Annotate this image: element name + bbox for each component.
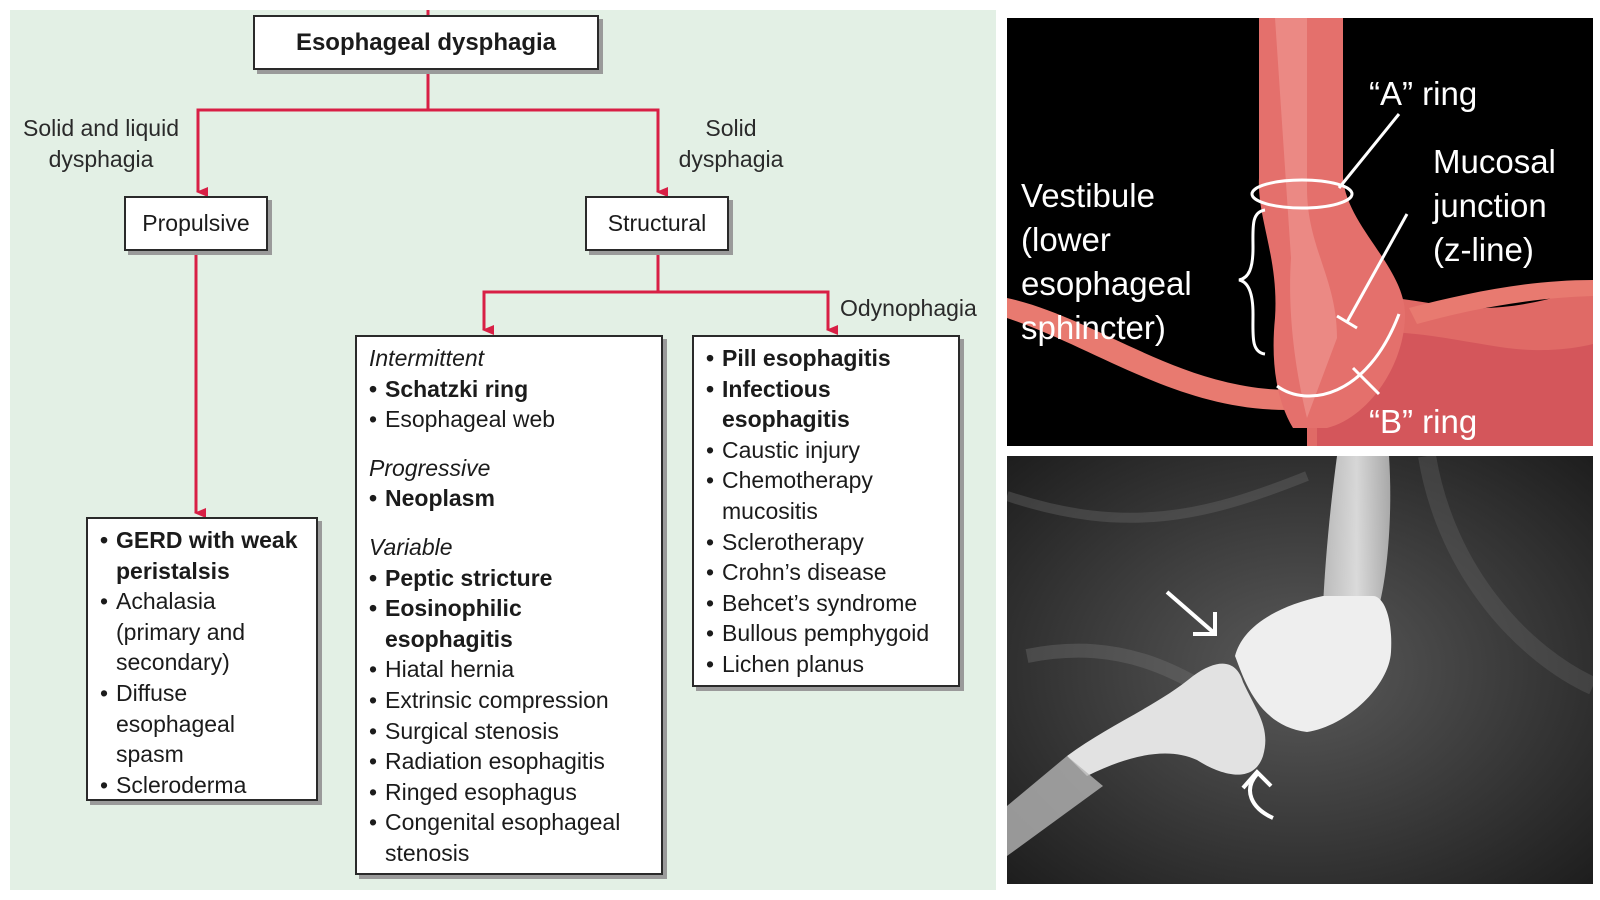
list-item-text: peristalsis xyxy=(116,557,230,584)
label-vestibule: Vestibule (lower esophageal sphincter) xyxy=(1021,174,1192,350)
list-item-text: Sclerotherapy xyxy=(722,528,864,555)
propulsive-disorders-list: GERD with weak peristalsisAchalasia (prima… xyxy=(86,517,318,801)
list-item-text: Eosinophilic xyxy=(385,595,522,622)
list-item-text: secondary) xyxy=(116,649,230,676)
edge-label-line: dysphagia xyxy=(678,146,784,172)
list-item: Crohn’s disease xyxy=(706,557,948,588)
group-heading: Variable xyxy=(369,533,453,560)
root-node: Esophageal dysphagia xyxy=(253,15,599,70)
list-item-text: Hiatal hernia xyxy=(385,656,515,683)
group-spacer xyxy=(369,435,651,453)
list-item-text: esophagitis xyxy=(385,625,513,652)
list-item: Hiatal hernia xyxy=(369,654,651,685)
edge-label-line: Solid xyxy=(705,115,757,141)
list-item: Ringed esophagus xyxy=(369,777,651,808)
label-line: (lower xyxy=(1021,221,1111,258)
list-item: Infectious esophagitis xyxy=(706,374,948,435)
list-item: GERD with weak peristalsis xyxy=(100,525,306,586)
list-item-text: Diffuse xyxy=(116,679,188,706)
label-a-ring: “A” ring xyxy=(1369,75,1478,112)
list-item: Bullous pemphygoid xyxy=(706,618,948,649)
node-structural: Structural xyxy=(585,196,729,251)
list-item-text: Surgical stenosis xyxy=(385,717,559,744)
list-item: Sclerotherapy xyxy=(706,527,948,558)
barium-esophagram-xray xyxy=(1007,456,1593,884)
list-item-text: Infectious xyxy=(722,375,831,402)
edge-label-solid-liquid: Solid and liquid dysphagia xyxy=(10,113,192,175)
label-line: (z-line) xyxy=(1433,231,1534,268)
list-item: Chemotherapy mucositis xyxy=(706,465,948,526)
list-item-text: mucositis xyxy=(722,497,818,524)
list-item: Diffuse esophageal spasm xyxy=(100,678,306,770)
label-line: esophageal xyxy=(1021,265,1192,302)
list-item-text: GERD with weak xyxy=(116,527,298,553)
list-item-text: stenosis xyxy=(385,839,470,866)
label-line: Vestibule xyxy=(1021,177,1155,214)
list-item-text: Extrinsic compression xyxy=(385,686,609,713)
list-item: Eosinophilic esophagitis xyxy=(369,593,651,654)
list-item-text: spasm xyxy=(116,741,184,768)
structural-disorders-list: IntermittentSchatzki ringEsophageal webP… xyxy=(355,335,663,875)
list-item-text: Pill esophagitis xyxy=(722,345,891,371)
edge-label-line: Solid and liquid xyxy=(22,115,179,141)
list-item-text: Chemotherapy xyxy=(722,467,873,494)
group-heading: Progressive xyxy=(369,454,491,481)
node-propulsive-label: Propulsive xyxy=(142,210,250,236)
list-item-text: Ringed esophagus xyxy=(385,778,577,805)
list-item: Caustic injury xyxy=(706,435,948,466)
list-item: Behcet’s syndrome xyxy=(706,588,948,619)
odynophagia-disorders-list: Pill esophagitisInfectious esophagitisCau… xyxy=(692,335,960,687)
list-item: Extrinsic compression xyxy=(369,685,651,716)
list-item: Scleroderma xyxy=(100,770,306,801)
anatomy-illustration xyxy=(1007,18,1593,446)
group-heading: Intermittent xyxy=(369,345,485,371)
list-item: Congenital esophageal stenosis xyxy=(369,807,651,868)
list-item: Pill esophagitis xyxy=(706,343,948,374)
list-item-text: Radiation esophagitis xyxy=(385,748,605,775)
list-item-text: Schatzki ring xyxy=(385,375,529,402)
list-item-text: esophageal xyxy=(116,710,235,737)
list-item-text: Bullous pemphygoid xyxy=(722,620,930,647)
list-item: Lichen planus xyxy=(706,649,948,680)
list-item: Achalasia (primary and secondary) xyxy=(100,586,306,678)
edge-label-odynophagia: Odynophagia xyxy=(840,295,977,321)
list-item: Schatzki ring xyxy=(369,374,651,405)
node-propulsive: Propulsive xyxy=(124,196,268,251)
edge-label-solid: Solid dysphagia xyxy=(668,113,794,175)
list-item-text: Congenital esophageal xyxy=(385,809,621,836)
list-item: Esophageal web xyxy=(369,404,651,435)
group-spacer xyxy=(369,514,651,532)
list-item-text: Neoplasm xyxy=(385,485,495,512)
list-item-text: Esophageal web xyxy=(385,406,556,433)
list-item-text: Caustic injury xyxy=(722,436,861,463)
list-item-text: Scleroderma xyxy=(116,771,247,798)
list-item-text: Lichen planus xyxy=(722,650,864,677)
list-item-text: Achalasia xyxy=(116,588,216,615)
root-node-label: Esophageal dysphagia xyxy=(295,28,557,56)
list-item-text: Crohn’s disease xyxy=(722,559,887,586)
edge-label-line: dysphagia xyxy=(48,146,154,172)
label-b-ring: “B” ring xyxy=(1369,403,1478,440)
esophagogastric-junction-diagram: “A” ring Mucosal junction (z-line) Vesti… xyxy=(1007,18,1593,446)
label-line: junction xyxy=(1433,187,1547,224)
label-line: sphincter) xyxy=(1021,309,1166,346)
xray-image xyxy=(1007,456,1593,884)
list-item: Surgical stenosis xyxy=(369,716,651,747)
list-item: Neoplasm xyxy=(369,483,651,514)
list-item: Peptic stricture xyxy=(369,563,651,594)
list-item: Radiation esophagitis xyxy=(369,746,651,777)
list-item-text: (primary and xyxy=(116,618,246,645)
list-item-text: Behcet’s syndrome xyxy=(722,589,918,616)
list-item-text: esophagitis xyxy=(722,406,850,433)
label-line: Mucosal xyxy=(1433,143,1556,180)
list-item-text: Peptic stricture xyxy=(385,564,553,591)
node-structural-label: Structural xyxy=(607,210,707,236)
label-mucosal-junction: Mucosal junction (z-line) xyxy=(1433,140,1556,272)
